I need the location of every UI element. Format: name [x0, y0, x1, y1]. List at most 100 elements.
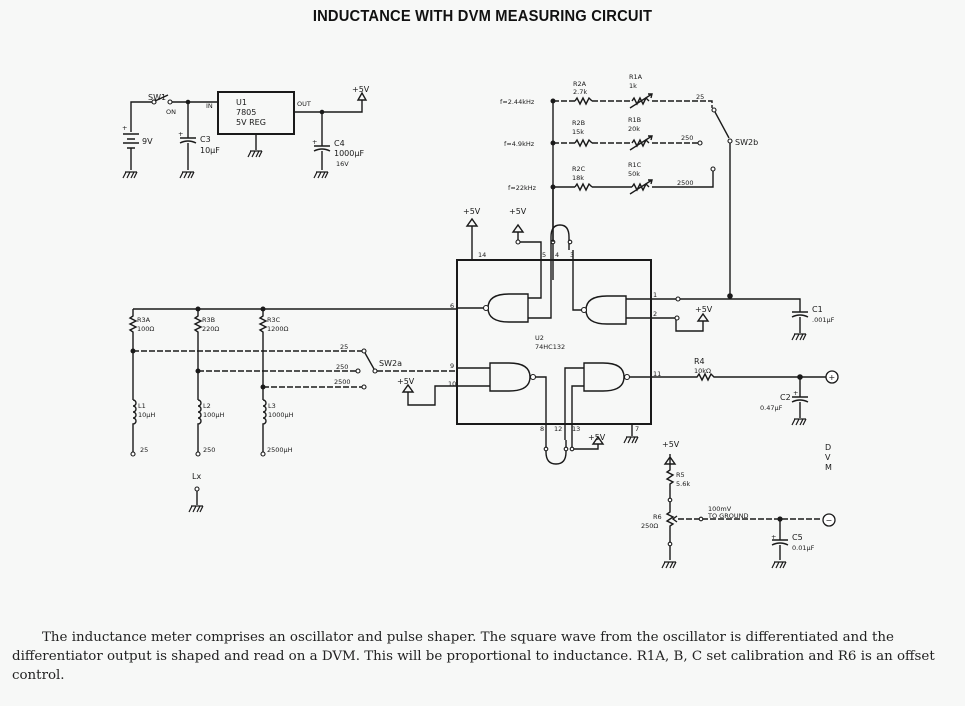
ground-icon — [188, 505, 204, 513]
schematic-label: R3C — [267, 316, 281, 324]
schematic-label: R2B — [572, 119, 585, 127]
schematic-label: R3A — [137, 316, 151, 324]
terminal-node — [698, 516, 704, 522]
schematic-label: C5 — [792, 533, 803, 542]
oscillator-range-network: SW2b f≈2.44kHz f≈4.9kHz f≈22kHz R2A 2.7k… — [500, 73, 758, 296]
terminal-node — [569, 446, 575, 452]
terminal-node — [361, 348, 367, 354]
diagram-title: INDUCTANCE WITH DVM MEASURING CIRCUIT — [312, 8, 653, 25]
terminal-node — [580, 306, 588, 314]
capacitor-c3: + C3 10µF — [178, 102, 220, 179]
inductor-bank: SW2a +5V R3A 100Ω R3B 220Ω R3C 1200Ω L1 … — [128, 306, 457, 513]
wire — [511, 223, 542, 250]
schematic-label: 1000µF — [334, 149, 364, 158]
schematic-label: R2A — [573, 80, 587, 88]
schematic-label: 25 — [696, 93, 704, 101]
schematic-label: 25 — [340, 343, 348, 351]
schematic-label: 8 — [540, 425, 544, 433]
schematic-label: 100mV — [708, 505, 732, 513]
terminal-node — [195, 451, 201, 457]
schematic-label: SW2b — [735, 138, 758, 147]
schematic-label: + — [829, 373, 836, 382]
terminal-node — [563, 446, 569, 452]
capacitor-c5 — [771, 519, 789, 560]
schematic-label: 2500 — [677, 179, 694, 187]
schematic-label: L3 — [268, 402, 276, 410]
wire — [457, 250, 552, 319]
schematic-label: 14 — [478, 251, 486, 259]
wire — [179, 102, 197, 170]
schematic-label: 9V — [142, 137, 153, 146]
schematic-label: +5V — [695, 305, 713, 314]
schematic-label: + — [122, 124, 127, 132]
schematic-label: 3 — [570, 251, 574, 259]
wire — [401, 383, 415, 393]
output-stage: +5V C1 .001µF R4 10kΩ + C2 0.47µF + D V … — [651, 293, 839, 472]
wire — [822, 513, 836, 527]
schematic-label: U1 — [236, 98, 247, 107]
wire — [123, 133, 139, 149]
schematic-label: 100Ω — [137, 325, 154, 333]
terminal-node — [697, 140, 703, 146]
ground-icon — [122, 171, 138, 179]
schematic-label: 2500µH — [267, 446, 293, 454]
schematic-label: 16V — [336, 160, 349, 168]
terminal-node — [667, 541, 673, 547]
dvm-negative-terminal[interactable]: − — [822, 513, 836, 527]
schematic-label: SW1 — [148, 93, 166, 102]
ground-icon — [791, 418, 807, 426]
terminal-node — [567, 239, 573, 245]
schematic-label: + — [793, 389, 798, 397]
wire — [154, 94, 169, 102]
schematic-label: 1000µH — [268, 411, 294, 419]
schematic-label: C1 — [812, 305, 823, 314]
ground-icon — [791, 333, 807, 341]
circuit-schematic: + 9V SW1 ON + C3 10µF IN OUT U1 — [122, 73, 839, 569]
u2-bottom-connections: +5V — [543, 433, 606, 465]
schematic-label: 2.7k — [573, 88, 587, 96]
schematic-label: 10µF — [200, 146, 220, 155]
wire — [465, 217, 479, 260]
schematic-label: − — [826, 516, 833, 525]
wire — [663, 454, 677, 465]
schematic-label: R1B — [628, 116, 641, 124]
schematic-label: R6 — [653, 513, 662, 521]
schematic-label: 10µH — [138, 411, 155, 419]
potentiometer-r1a — [629, 93, 653, 109]
schematic-label: R2C — [572, 165, 586, 173]
schematic-label: 250 — [336, 363, 348, 371]
schematic-label: C2 — [780, 393, 791, 402]
schematic-label: OUT — [297, 100, 311, 108]
r3b-l2-branch — [193, 309, 203, 452]
schematic-label: 1200Ω — [267, 325, 289, 333]
schematic-label: 13 — [572, 425, 580, 433]
schematic-label: 50k — [628, 170, 640, 178]
offset-network: +5V + C5 0.01µF R5 5.6k R6 250Ω 100mV TO… — [641, 440, 836, 569]
schematic-label: 25 — [140, 446, 148, 454]
u2-top-connections: +5V +5V — [463, 187, 573, 260]
caption-text: The inductance meter comprises an oscill… — [12, 630, 935, 683]
wire — [553, 100, 713, 108]
ground-icon — [247, 150, 263, 158]
power-supply-section: + 9V SW1 ON + C3 10µF IN OUT U1 — [122, 85, 370, 179]
resistor-r2c — [574, 182, 593, 192]
ground-icon — [623, 436, 639, 444]
wire — [572, 250, 651, 319]
schematic-label: R5 — [676, 471, 685, 479]
potentiometer-r1c — [629, 179, 653, 195]
resistor-r2b — [574, 138, 593, 148]
wire — [651, 312, 710, 332]
lx-label: Lx — [192, 472, 201, 481]
supply-arrow-icon — [356, 91, 368, 101]
switch-sw2b — [714, 111, 730, 139]
wire — [571, 435, 605, 450]
r3a-l1-branch — [128, 309, 138, 452]
schematic-label: 1 — [653, 291, 657, 299]
wire — [545, 440, 567, 465]
dvm-positive-terminal[interactable]: + — [825, 370, 839, 384]
wire — [133, 350, 362, 388]
r3c-l3-branch — [258, 309, 268, 452]
terminal-node — [727, 138, 733, 144]
nand-gate — [489, 362, 531, 392]
nand-gate — [583, 362, 625, 392]
